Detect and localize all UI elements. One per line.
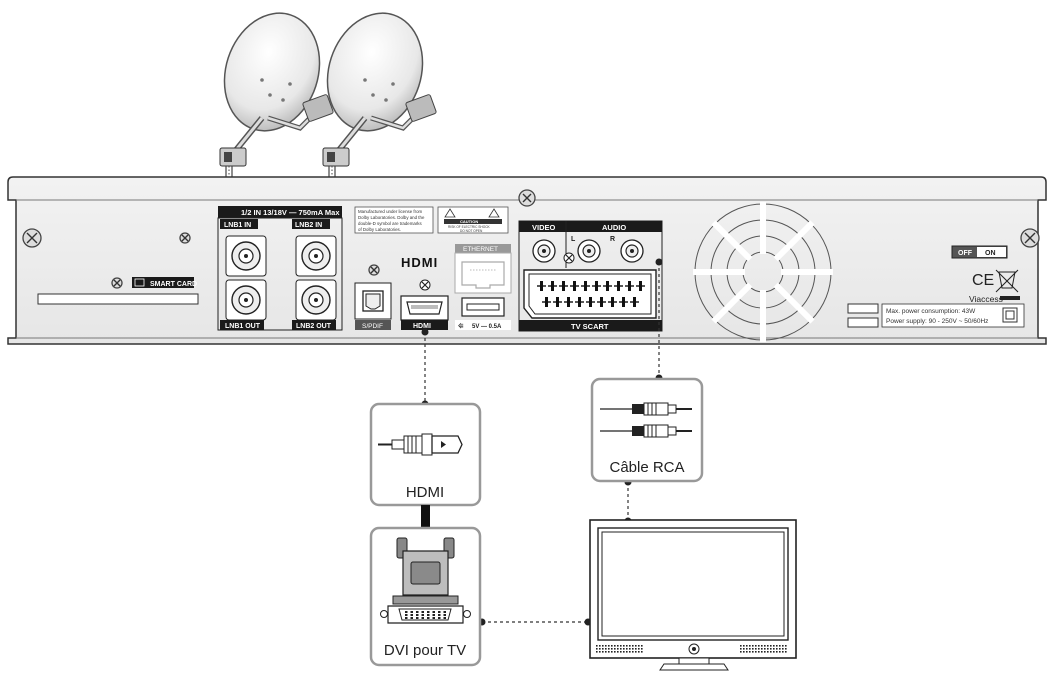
hdmi-cable-label: HDMI [406, 484, 444, 501]
svg-text:DO NOT OPEN: DO NOT OPEN [460, 229, 483, 233]
rca-cable-box: Câble RCA [590, 377, 704, 483]
lnb1-out-label: LNB1 OUT [225, 323, 261, 330]
lnb1-in-label: LNB1 IN [224, 222, 251, 229]
hdmi-cable-box: HDMI [369, 402, 482, 507]
fan-grille [693, 202, 833, 342]
weee-bin-icon [995, 269, 1019, 293]
lnb2-in-label: LNB2 IN [295, 222, 322, 229]
ce-mark: CE [972, 272, 994, 289]
hdmi-port: HDMI HDMI [400, 255, 449, 330]
power-supply: Power supply: 90 - 250V ~ 50/60Hz [886, 318, 988, 325]
lnb-power-label: 1/2 IN 13/18V — 750mA Max [241, 208, 340, 217]
dvi-adapter-label: DVI pour TV [384, 642, 466, 659]
warning-icon [444, 208, 456, 218]
rca-cable-icon [600, 402, 692, 438]
connection-lines [424, 262, 660, 623]
hdmi-logo: HDMI [401, 255, 438, 270]
video-label: VIDEO [532, 223, 556, 232]
spdif-port: S/PDIF [354, 282, 392, 330]
svg-text:L: L [571, 236, 576, 243]
rca-cable-label: Câble RCA [609, 459, 684, 476]
svg-text:Dolby Laboratories. Dolby and: Dolby Laboratories. Dolby and the [358, 215, 425, 220]
caution-label: CAUTION RISK OF ELECTRIC SHOCK DO NOT OP… [437, 206, 509, 234]
ethernet-usb-ports: ETHERNET ⭅ 5V — 0.5A [454, 244, 512, 330]
shock-icon [488, 208, 500, 218]
television-icon [589, 519, 797, 671]
svg-text:Manufactured under license fro: Manufactured under license from [358, 209, 423, 214]
av-connectors: VIDEO AUDIO L R TV SCART [518, 220, 663, 332]
tv-speaker [740, 645, 787, 653]
audio-label: AUDIO [602, 223, 626, 232]
dvi-pins [405, 611, 446, 619]
usb-symbol-icon: ⭅ [458, 322, 464, 330]
viaccess-logo: Viaccess [969, 294, 1003, 304]
spdif-label: S/PDIF [362, 323, 383, 330]
dvi-adapter-box: DVI pour TV [369, 526, 482, 667]
lnb-connectors: 1/2 IN 13/18V — 750mA Max LNB1 IN LNB2 I… [217, 206, 343, 331]
svg-text:of Dolby Laboratories.: of Dolby Laboratories. [358, 227, 401, 232]
receiver-rear-panel: SMART CARD [7, 176, 1047, 345]
hdmi-port-label: HDMI [413, 323, 431, 330]
svg-text:CAUTION: CAUTION [460, 219, 478, 224]
smart-card-label: SMART CARD [150, 281, 197, 288]
lnb2-out-label: LNB2 OUT [296, 323, 332, 330]
svg-text:RISK OF ELECTRIC SHOCK: RISK OF ELECTRIC SHOCK [448, 225, 490, 229]
satellite-dish-2 [322, 12, 437, 167]
dvi-adapter-icon [380, 537, 471, 624]
power-consumption: Max. power consumption: 43W [886, 308, 976, 315]
switch-off-label: OFF [958, 250, 973, 257]
usb-power-label: 5V — 0.5A [472, 324, 502, 330]
dolby-notice: Manufactured under license from Dolby La… [354, 206, 434, 234]
tv-scart-label: TV SCART [571, 322, 609, 331]
ethernet-label: ETHERNET [463, 246, 498, 253]
satellite-dish-1 [219, 12, 334, 167]
svg-text:R: R [610, 236, 615, 243]
hdmi-cable-icon [378, 433, 463, 456]
tv-speaker [596, 645, 643, 653]
svg-text:double-D symbol are trademarks: double-D symbol are trademarks [358, 221, 422, 226]
switch-on-label: ON [985, 250, 996, 257]
power-switch: OFF ON [951, 245, 1008, 259]
compliance-marks: CE Viaccess Max. power consumption: 43W … [847, 269, 1025, 328]
scart-pins [537, 281, 645, 307]
